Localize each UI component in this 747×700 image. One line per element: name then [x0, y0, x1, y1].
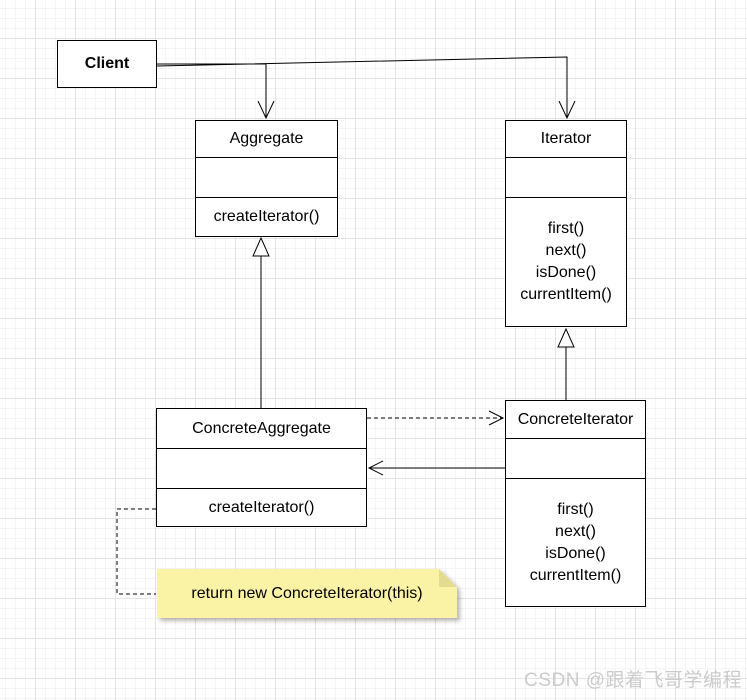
note: return new ConcreteIterator(this): [157, 569, 457, 618]
method-label: currentItem(): [529, 566, 622, 584]
class-concrete-iterator-methods: first() next() isDone() currentItem(): [506, 479, 645, 606]
watermark-text: CSDN @跟着飞哥学编程: [524, 670, 742, 691]
class-concrete-aggregate-attributes: [157, 449, 366, 489]
class-iterator-methods: first() next() isDone() currentItem(): [506, 198, 626, 326]
class-concrete-iterator-attributes: [506, 439, 645, 479]
class-aggregate: Aggregate createIterator(): [195, 120, 338, 237]
method-label: next(): [545, 242, 587, 259]
note-text: return new ConcreteIterator(this): [191, 584, 423, 602]
class-aggregate-attributes: [196, 158, 337, 198]
method-label: createIterator(): [213, 208, 320, 225]
class-iterator-title: Iterator: [506, 121, 626, 158]
class-concrete-aggregate: ConcreteAggregate createIterator(): [156, 408, 367, 527]
edge-client-aggregate: [157, 64, 266, 118]
class-iterator: Iterator first() next() isDone() current…: [505, 120, 627, 327]
method-label: first(): [547, 220, 585, 237]
class-concrete-aggregate-methods: createIterator(): [157, 489, 366, 526]
class-aggregate-methods: createIterator(): [196, 198, 337, 236]
method-label: first(): [557, 500, 594, 518]
method-label: currentItem(): [520, 286, 612, 303]
class-concrete-iterator-title: ConcreteIterator: [506, 401, 645, 439]
edge-client-iterator: [157, 57, 567, 118]
arrowhead-concreteiterator-concreteaggregate: [369, 461, 383, 475]
class-concrete-iterator: ConcreteIterator first() next() isDone()…: [505, 400, 646, 607]
method-label: isDone(): [535, 264, 597, 281]
arrowhead-concreteaggregate-concreteiterator: [489, 411, 503, 425]
method-label: createIterator(): [208, 498, 315, 516]
note-body: return new ConcreteIterator(this): [157, 569, 457, 618]
triangle-concreteaggregate-aggregate: [253, 238, 269, 256]
class-concrete-aggregate-title: ConcreteAggregate: [157, 409, 366, 449]
edge-createiterator-note: [117, 509, 156, 594]
arrowhead-client-aggregate: [258, 101, 274, 118]
arrowhead-client-iterator: [559, 101, 575, 118]
class-iterator-attributes: [506, 158, 626, 198]
method-label: next(): [555, 522, 596, 540]
class-client-label: Client: [84, 55, 130, 72]
triangle-concreteiterator-iterator: [558, 329, 574, 347]
note-fold-corner-icon: [439, 569, 457, 587]
class-client: Client: [57, 40, 157, 88]
method-label: isDone(): [545, 544, 606, 562]
class-aggregate-title: Aggregate: [196, 121, 337, 158]
